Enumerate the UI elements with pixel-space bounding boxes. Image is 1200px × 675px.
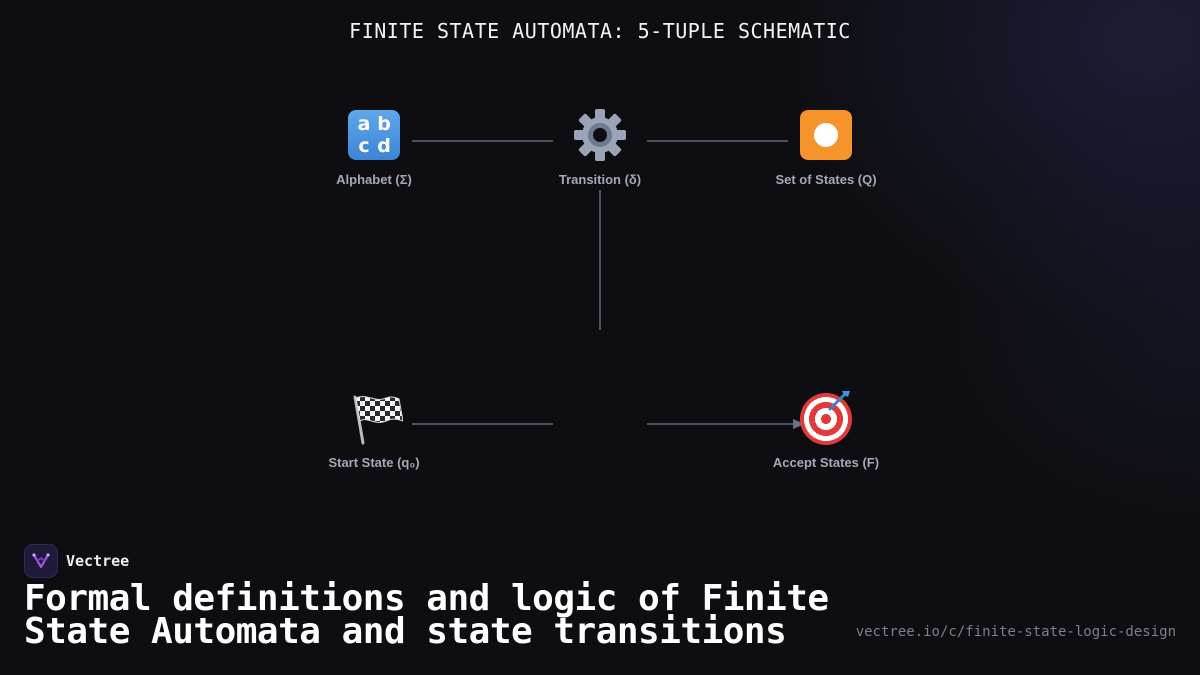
headline: Formal definitions and logic of Finite S… bbox=[24, 578, 829, 652]
node-start-label: Start State (q₀) bbox=[328, 455, 420, 470]
target-dart-icon bbox=[746, 388, 906, 448]
record-button-icon bbox=[746, 105, 906, 165]
node-alphabet-label: Alphabet (Σ) bbox=[336, 172, 412, 187]
node-transition-label: Transition (δ) bbox=[558, 172, 642, 187]
node-states-label: Set of States (Q) bbox=[775, 172, 877, 187]
node-transition: Transition (δ) bbox=[520, 105, 680, 187]
brand-name: Vectree bbox=[66, 552, 130, 570]
node-start: Start State (q₀) bbox=[294, 388, 454, 470]
node-accept: Accept States (F) bbox=[746, 388, 906, 470]
brand: Vectree bbox=[24, 544, 129, 578]
diagram-title: FINITE STATE AUTOMATA: 5-TUPLE SCHEMATIC bbox=[349, 19, 851, 43]
vectree-logo-icon bbox=[24, 544, 58, 578]
gear-icon bbox=[520, 105, 680, 165]
source-url[interactable]: vectree.io/c/finite-state-logic-design bbox=[855, 624, 1176, 640]
node-accept-label: Accept States (F) bbox=[772, 455, 880, 470]
node-states: Set of States (Q) bbox=[746, 105, 906, 187]
checkered-flag-icon bbox=[294, 388, 454, 448]
